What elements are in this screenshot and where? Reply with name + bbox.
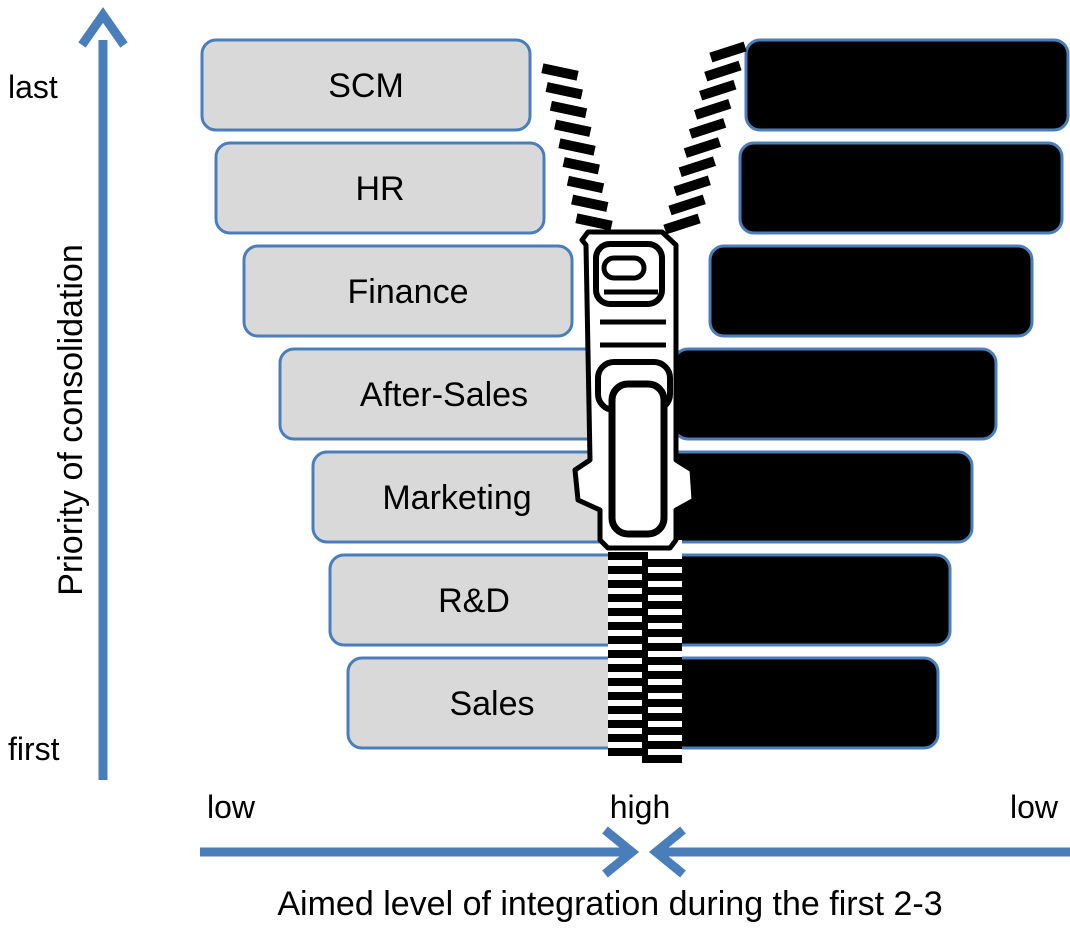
- right-box-label: Sales: [724, 685, 809, 723]
- zipper-tooth: [688, 118, 727, 139]
- zipper-tooth: [566, 175, 605, 194]
- zipper-tooth: [608, 692, 648, 700]
- zipper-tooth: [642, 755, 682, 763]
- zipper-tooth: [642, 727, 682, 735]
- zipper-tooth: [642, 559, 682, 567]
- left-box-label: R&D: [438, 582, 510, 620]
- x-axis-right-arrow: [648, 826, 1070, 878]
- zipper-tooth: [642, 741, 682, 749]
- zipper-tooth: [608, 622, 648, 630]
- left-box-label: SCM: [328, 67, 404, 105]
- left-box-label: Sales: [449, 685, 534, 723]
- zipper-tooth: [642, 601, 682, 609]
- zipper-tooth: [608, 734, 648, 742]
- zipper-tooth: [709, 41, 747, 63]
- zipper-tooth: [668, 194, 706, 216]
- right-box-label: R&D: [743, 582, 815, 620]
- zipper-tooth: [699, 79, 737, 101]
- y-axis-top-label: last: [8, 69, 58, 105]
- zipper-tooth: [683, 137, 722, 158]
- zipper-tooth: [642, 615, 682, 623]
- right-box-label: Marketing: [726, 479, 875, 517]
- right-box-label: After-Sales: [751, 376, 919, 414]
- right-box-finance: [708, 244, 1034, 338]
- zipper-tooth: [554, 119, 592, 137]
- y-axis-title: Priority of consolidation: [52, 244, 90, 596]
- zipper-tooth: [608, 678, 648, 686]
- left-box-finance: [242, 244, 574, 338]
- zipper-tooth: [642, 629, 682, 637]
- zipper-tooth: [608, 706, 648, 714]
- left-box-label: Finance: [348, 273, 469, 311]
- zipper-tooth: [608, 552, 648, 560]
- zipper-tooth: [608, 720, 648, 728]
- zipper-tooth: [642, 587, 682, 595]
- x-axis-caption: Aimed level of integration during the fi…: [277, 885, 942, 923]
- x-axis-center-label: high: [610, 789, 671, 825]
- zipper-tooth: [549, 100, 588, 119]
- x-axis-left-arrow: [200, 826, 640, 878]
- zipper-teeth: [608, 540, 682, 763]
- right-box-label: Finance: [811, 273, 932, 311]
- zipper-tooth: [608, 608, 648, 616]
- left-box-label: After-Sales: [360, 376, 528, 414]
- zipper-tooth: [562, 157, 600, 175]
- x-axis-right-label: low: [1010, 789, 1059, 825]
- zipper-tooth: [642, 643, 682, 651]
- zipper-tooth: [704, 60, 742, 82]
- right-box-label: SCM: [869, 67, 945, 105]
- zipper-tooth: [608, 594, 648, 602]
- x-axis-left-label: low: [207, 789, 256, 825]
- zipper-tooth: [694, 99, 732, 120]
- zipper-tooth: [608, 664, 648, 672]
- left-box-hr: [214, 141, 546, 235]
- zipper-tooth: [642, 699, 682, 707]
- zipper-tooth: [571, 194, 609, 212]
- y-axis-arrow: [78, 7, 128, 780]
- zipper-tooth: [558, 138, 596, 156]
- right-box-label: HR: [876, 170, 925, 208]
- zipper-tooth: [608, 748, 648, 756]
- y-axis-bottom-label: first: [8, 731, 60, 767]
- zipper-open-teeth: [541, 41, 747, 235]
- zipper-tooth: [608, 566, 648, 574]
- zipper-tooth: [663, 213, 701, 235]
- zipper-tooth: [608, 580, 648, 588]
- zipper-tooth: [642, 713, 682, 721]
- left-box-scm: [200, 38, 532, 132]
- right-box-hr: [738, 141, 1064, 235]
- zipper-tooth: [642, 671, 682, 679]
- zipper-tooth: [608, 650, 648, 658]
- left-box-label: HR: [355, 170, 404, 208]
- zipper-tooth: [575, 213, 613, 231]
- zipper-tooth: [673, 175, 711, 197]
- zipper-tooth: [642, 685, 682, 693]
- zipper-pull-icon: [572, 229, 697, 551]
- left-box-label: Marketing: [382, 479, 531, 517]
- zipper-tooth: [642, 657, 682, 665]
- zipper-tooth: [642, 573, 682, 581]
- zipper-tooth: [678, 156, 716, 177]
- zipper-tooth: [541, 63, 579, 81]
- right-box-scm: [744, 38, 1070, 132]
- zipper-tooth: [608, 636, 648, 644]
- zipper-tooth: [545, 82, 583, 100]
